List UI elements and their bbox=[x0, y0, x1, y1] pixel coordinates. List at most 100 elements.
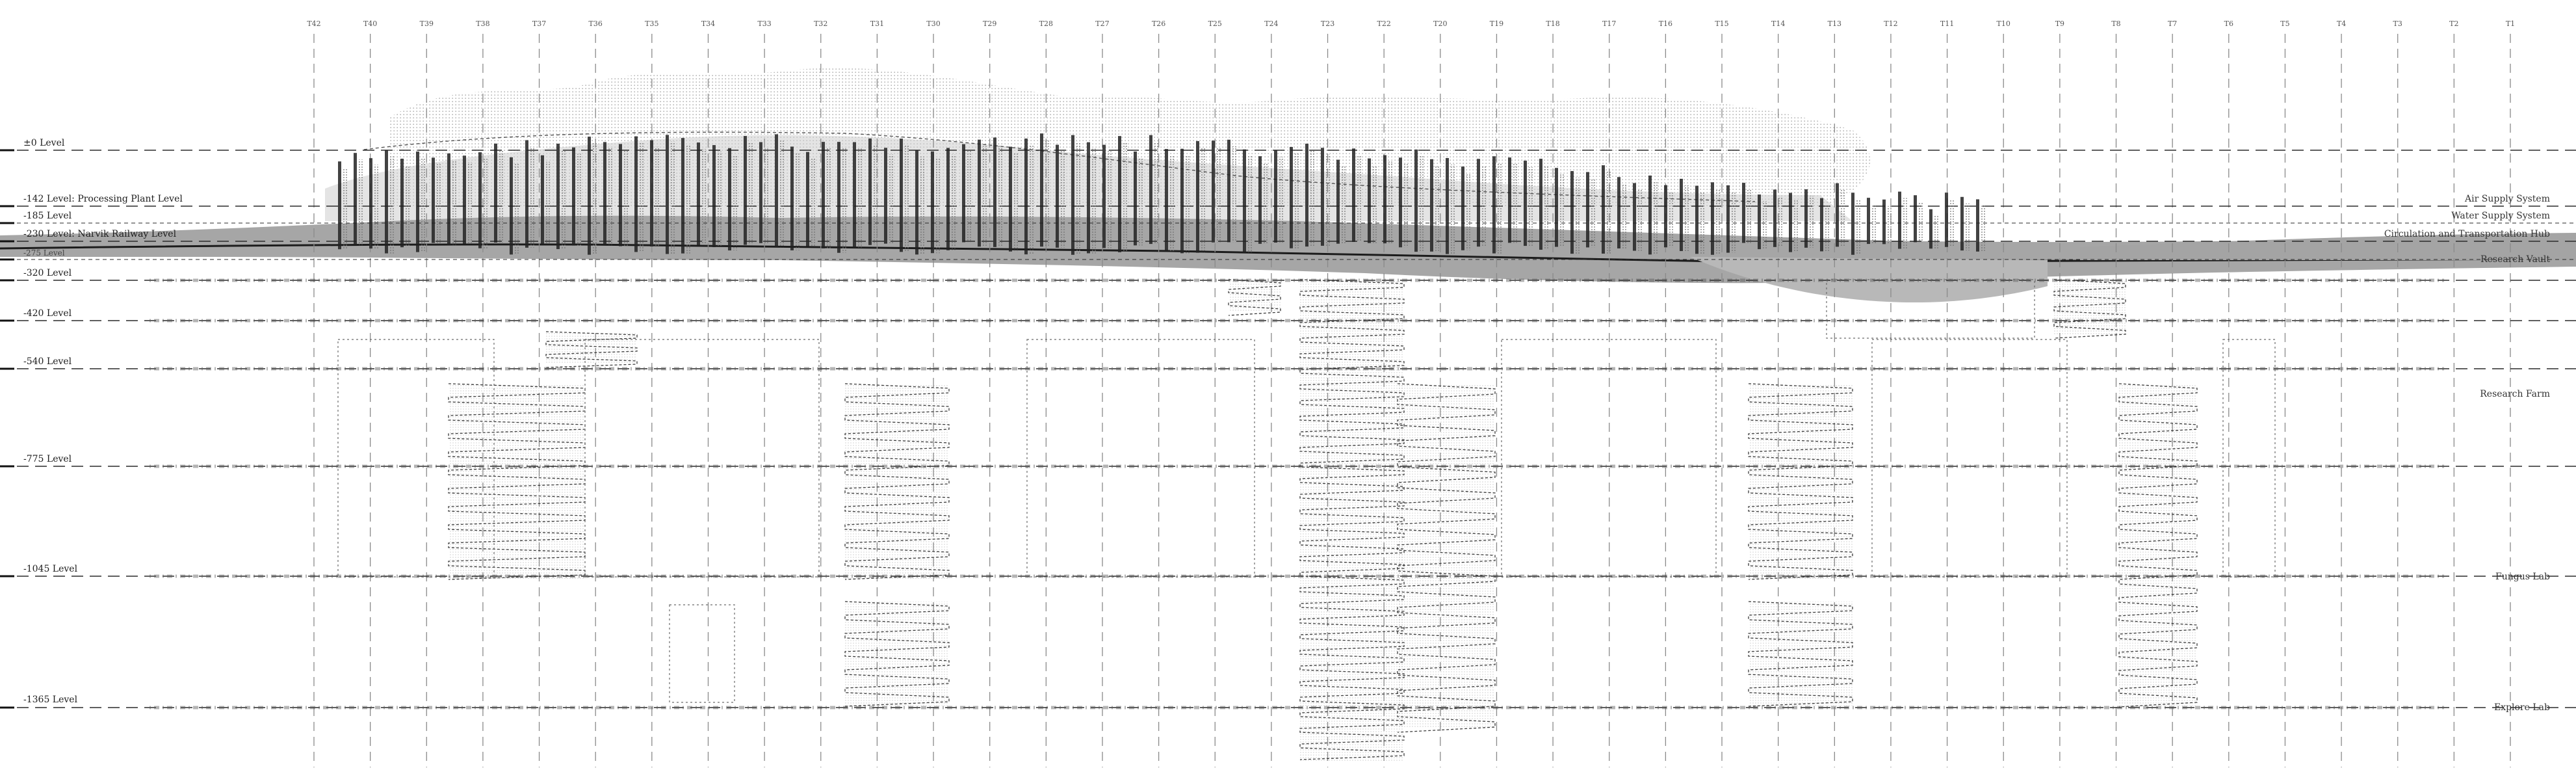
ramp-stack-upper-a-fill bbox=[546, 332, 637, 364]
grid-label: T12 bbox=[1884, 20, 1898, 28]
silo-texture bbox=[1730, 191, 1736, 253]
silo-shaft bbox=[1914, 195, 1917, 243]
silo-texture bbox=[1574, 178, 1580, 254]
silo-texture bbox=[358, 159, 363, 245]
silo-texture bbox=[1543, 165, 1548, 250]
silo-shaft bbox=[806, 152, 809, 246]
silo-texture bbox=[1372, 165, 1377, 243]
silo-shaft bbox=[900, 139, 903, 252]
silo-shaft bbox=[1368, 158, 1371, 243]
level-label-narvik-railway: -230 Level: Narvik Railway Level bbox=[23, 229, 177, 239]
silo-shaft bbox=[1118, 136, 1121, 252]
silo-shaft bbox=[1134, 152, 1137, 246]
grid-label: T35 bbox=[645, 20, 659, 28]
silo-texture bbox=[1964, 203, 1970, 251]
silo-texture bbox=[1184, 155, 1190, 254]
frame-farm-mid bbox=[584, 339, 820, 578]
silo-texture bbox=[1496, 163, 1502, 254]
label-research-vault: Research Vault bbox=[2480, 254, 2550, 265]
silo-texture bbox=[1808, 196, 1814, 248]
silo-shaft bbox=[666, 135, 669, 254]
silo-texture bbox=[748, 142, 753, 245]
silo-shaft bbox=[1352, 148, 1355, 243]
grid-label: T25 bbox=[1208, 20, 1222, 28]
silo-texture bbox=[919, 156, 924, 255]
grid-label: T40 bbox=[363, 20, 378, 28]
silo-shaft bbox=[1836, 183, 1839, 247]
grid-label: T7 bbox=[2167, 20, 2178, 28]
silo-shaft bbox=[1477, 159, 1480, 247]
grid-label: T23 bbox=[1320, 20, 1335, 28]
silo-texture bbox=[1481, 165, 1486, 247]
silo-shaft bbox=[556, 143, 560, 250]
silo-shaft bbox=[1399, 157, 1402, 248]
silo-shaft bbox=[1648, 175, 1652, 255]
grid-label: T37 bbox=[532, 20, 547, 28]
silo-shaft bbox=[884, 148, 887, 244]
silo-shaft bbox=[338, 161, 341, 250]
silo-texture bbox=[1746, 189, 1751, 243]
frame-farm-edge bbox=[2222, 339, 2276, 578]
silo-texture bbox=[1512, 164, 1517, 243]
grid-label: T8 bbox=[2111, 20, 2121, 28]
silo-texture bbox=[1091, 148, 1096, 254]
silo-shaft bbox=[1976, 199, 1979, 252]
silo-texture bbox=[1450, 165, 1455, 254]
silo-shaft bbox=[400, 158, 404, 248]
frame-farm-east bbox=[1501, 339, 1717, 578]
silo-shaft bbox=[1960, 196, 1964, 251]
silo-shaft bbox=[915, 150, 918, 255]
silo-texture bbox=[1434, 165, 1439, 252]
silo-shaft bbox=[697, 142, 700, 245]
silo-texture bbox=[1840, 189, 1845, 247]
ramp-stack-farm-b-fill bbox=[845, 384, 949, 579]
silo-shaft bbox=[432, 157, 435, 243]
frame-farm-west bbox=[337, 339, 495, 578]
silo-shaft bbox=[463, 155, 466, 245]
silo-texture bbox=[904, 145, 909, 252]
grid-label: T26 bbox=[1151, 20, 1166, 28]
silo-texture bbox=[1886, 206, 1892, 245]
silo-shaft bbox=[1602, 165, 1605, 254]
silo-shaft bbox=[1664, 185, 1667, 248]
silo-texture bbox=[342, 168, 347, 250]
silo-shaft bbox=[790, 146, 794, 250]
silo-shaft bbox=[1882, 199, 1886, 245]
grid-label: T3 bbox=[2393, 20, 2402, 28]
silo-texture bbox=[1200, 147, 1205, 253]
silo-texture bbox=[1403, 164, 1408, 248]
silo-shaft bbox=[978, 139, 981, 247]
silo-shaft bbox=[1024, 139, 1028, 255]
silo-texture bbox=[654, 146, 659, 247]
level-label-1365: -1365 Level bbox=[23, 695, 78, 705]
silo-shaft bbox=[1446, 158, 1449, 254]
silo-shaft bbox=[1898, 191, 1901, 249]
silo-shaft bbox=[712, 145, 716, 248]
silo-texture bbox=[950, 154, 956, 250]
silo-shaft bbox=[619, 144, 622, 246]
silo-shaft bbox=[1492, 156, 1496, 254]
silo-shaft bbox=[588, 137, 591, 255]
silo-shaft bbox=[962, 144, 965, 243]
silo-shaft bbox=[1929, 209, 1932, 249]
silo-texture bbox=[982, 146, 987, 247]
grid-label: T39 bbox=[419, 20, 434, 28]
silo-shaft bbox=[1196, 140, 1199, 253]
grid-label: T16 bbox=[1658, 20, 1673, 28]
silo-texture bbox=[872, 144, 878, 245]
silo-texture bbox=[1465, 173, 1470, 250]
level-label-1045: -1045 Level bbox=[23, 564, 78, 574]
silo-texture bbox=[810, 158, 815, 246]
ramp-stack-upper-core-fill bbox=[1229, 280, 1281, 312]
silo-shaft bbox=[1945, 192, 1948, 247]
silo-shaft bbox=[946, 148, 950, 250]
grid-label: T31 bbox=[870, 20, 885, 28]
grid-label: T1 bbox=[2505, 20, 2516, 28]
ramp-stack-farm-c-fill bbox=[1749, 384, 1853, 579]
silo-shaft bbox=[1212, 140, 1215, 243]
silo-texture bbox=[716, 152, 722, 248]
silo-shaft bbox=[1414, 149, 1418, 252]
level-label-processing-plant: -142 Level: Processing Plant Level bbox=[23, 194, 183, 204]
silo-texture bbox=[701, 149, 706, 245]
grid-label: T5 bbox=[2280, 20, 2290, 28]
